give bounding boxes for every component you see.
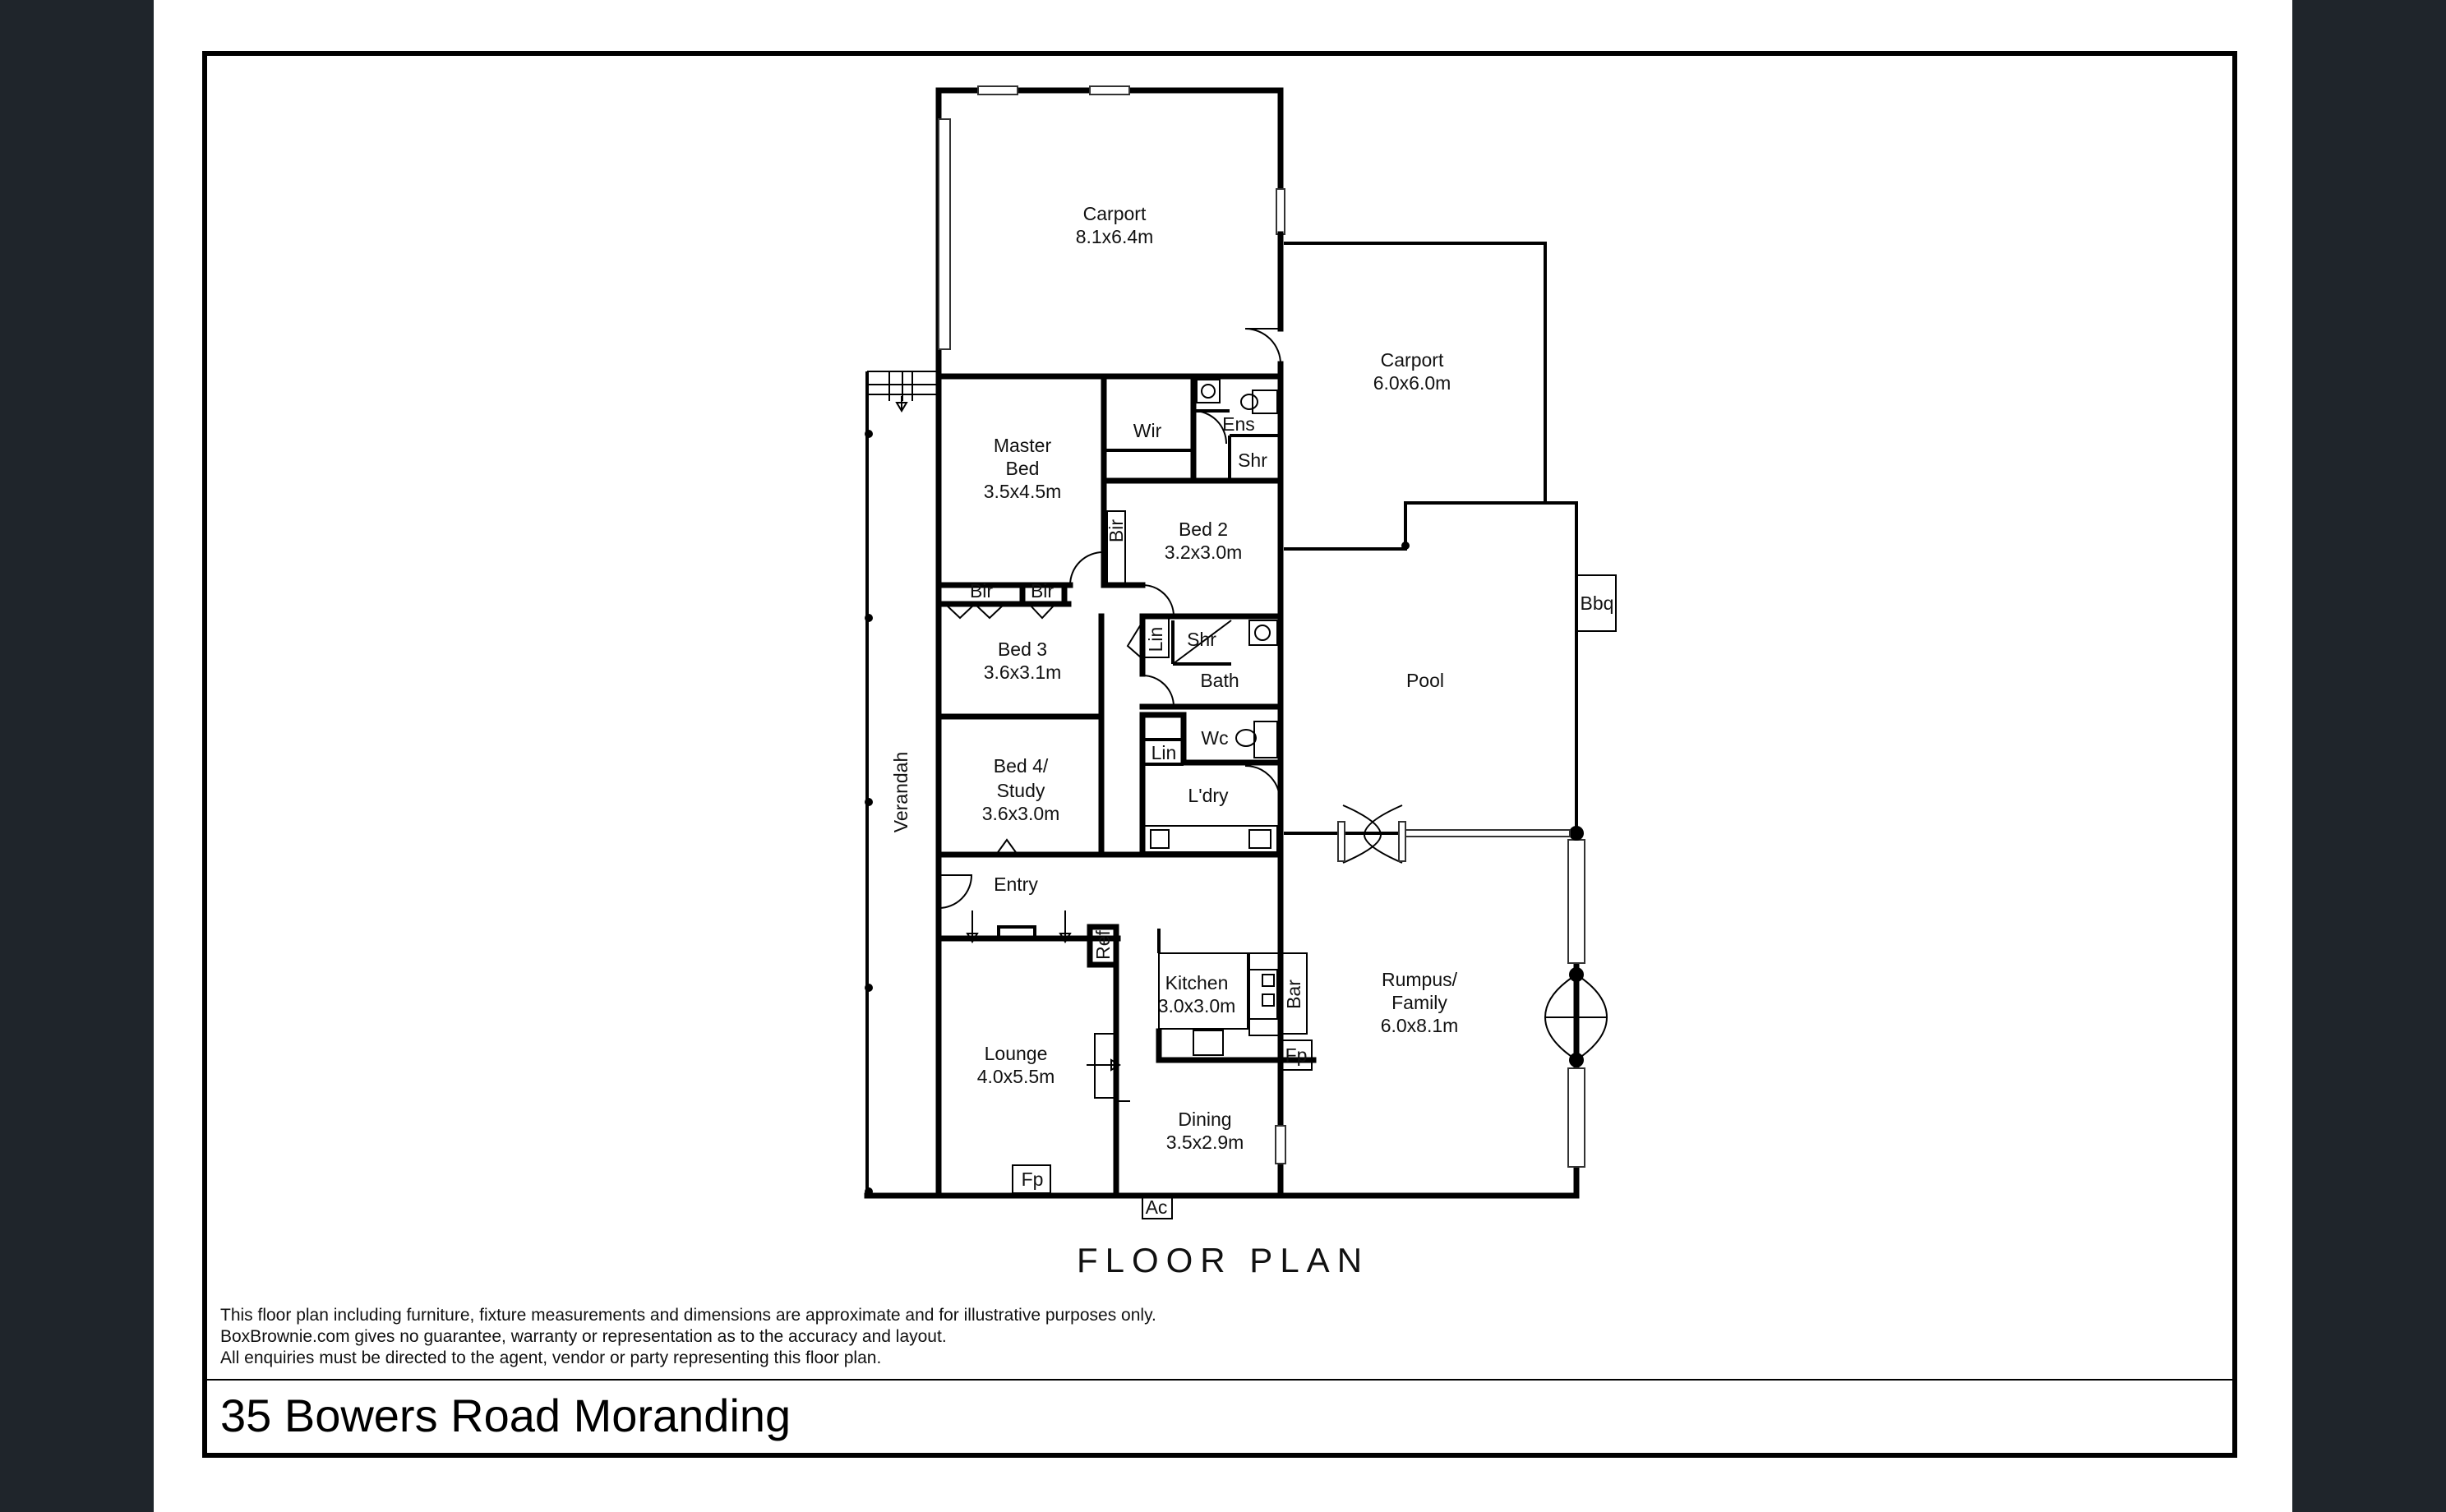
bbq-label: Bbq	[1581, 592, 1614, 614]
bed3-size: 3.6x3.1m	[984, 662, 1062, 683]
bed4-name-2: Study	[997, 780, 1045, 801]
master-bed-name-1: Master	[994, 435, 1052, 456]
main-house-walls	[864, 373, 1580, 1219]
kitchen-name: Kitchen	[1165, 972, 1229, 993]
dining-name: Dining	[1178, 1109, 1231, 1130]
disclaimer: This floor plan including furniture, fix…	[220, 1305, 1156, 1369]
sheet	[154, 0, 2292, 1512]
ensuite-shower-label: Shr	[1238, 449, 1267, 471]
carport-side-size: 6.0x6.0m	[1373, 372, 1451, 394]
kitchen-fireplace-label: Fp	[1285, 1044, 1308, 1066]
linen-label-1: Lin	[1145, 627, 1166, 652]
footer-divider	[207, 1379, 2232, 1381]
bed3-robe-label-1: Bir	[970, 580, 993, 602]
plan-frame	[202, 51, 2237, 1458]
verandah-outline	[865, 371, 939, 1196]
entry-label: Entry	[994, 874, 1038, 895]
rumpus-name-1: Rumpus/	[1382, 969, 1458, 990]
dining-size: 3.5x2.9m	[1166, 1132, 1244, 1153]
bed3-robe-label-2: Bir	[1031, 580, 1054, 602]
ens-label: Ens	[1222, 413, 1255, 435]
verandah-label: Verandah	[890, 752, 911, 832]
disclaimer-line-2: BoxBrownie.com gives no guarantee, warra…	[220, 1327, 947, 1346]
master-bed-size: 3.5x4.5m	[984, 481, 1062, 502]
bath-shower-label: Shr	[1187, 629, 1216, 650]
lounge-name: Lounge	[985, 1043, 1048, 1064]
linen-label-2: Lin	[1151, 742, 1177, 763]
wc-label: Wc	[1201, 727, 1228, 749]
ac-label: Ac	[1146, 1196, 1168, 1218]
bed2-size: 3.2x3.0m	[1165, 542, 1243, 563]
plan-title: FLOOR PLAN	[1076, 1241, 1370, 1279]
carport-side-name: Carport	[1381, 349, 1444, 371]
bed4-size: 3.6x3.0m	[982, 803, 1060, 824]
bed2-name: Bed 2	[1179, 519, 1228, 540]
lounge-fireplace-label: Fp	[1022, 1169, 1044, 1190]
rumpus-size: 6.0x8.1m	[1381, 1015, 1459, 1036]
bed4-name-1: Bed 4/	[994, 755, 1049, 777]
kitchen-size: 3.0x3.0m	[1158, 995, 1236, 1016]
laundry-label: L'dry	[1188, 785, 1229, 806]
bed2-robe-label: Bir	[1105, 519, 1127, 542]
bar-label: Bar	[1283, 980, 1304, 1009]
rumpus-name-2: Family	[1391, 992, 1447, 1013]
disclaimer-line-1: This floor plan including furniture, fix…	[220, 1306, 1156, 1325]
carport-top-size: 8.1x6.4m	[1076, 226, 1154, 247]
disclaimer-line-3: All enquiries must be directed to the ag…	[220, 1348, 882, 1367]
pool-label: Pool	[1406, 670, 1444, 691]
property-address: 35 Bowers Road Moranding	[220, 1390, 791, 1441]
bed3-name: Bed 3	[998, 638, 1047, 660]
bath-label: Bath	[1200, 670, 1239, 691]
lounge-size: 4.0x5.5m	[977, 1066, 1055, 1087]
master-bed-name-2: Bed	[1006, 458, 1040, 479]
fridge-label: Ref	[1092, 929, 1114, 959]
carport-top-name: Carport	[1083, 203, 1147, 224]
carport-side-and-pool-outline	[1284, 242, 1617, 1199]
wir-label: Wir	[1133, 420, 1162, 441]
